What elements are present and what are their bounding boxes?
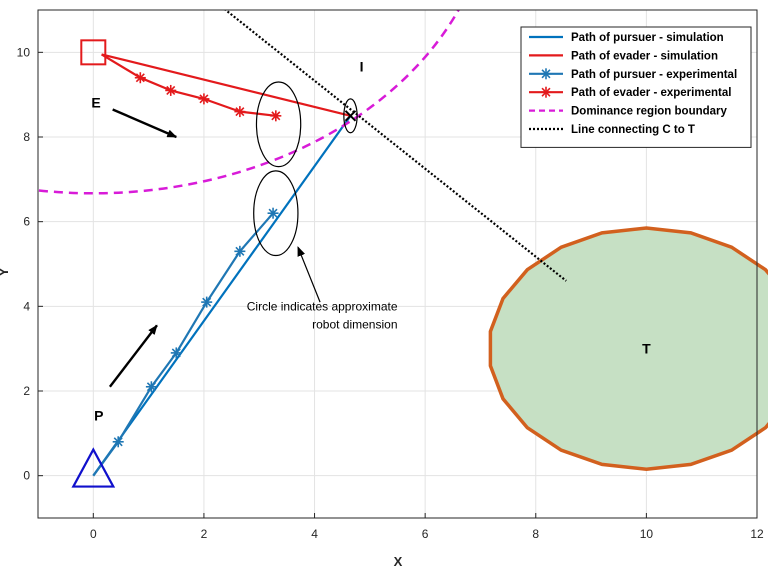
x-tick-label: 2 bbox=[201, 527, 208, 541]
series-2-line bbox=[101, 53, 351, 117]
series-3-point bbox=[145, 381, 157, 393]
robot-dimension-circle bbox=[253, 170, 299, 257]
annotation-arrow bbox=[297, 246, 321, 303]
series-4-point bbox=[270, 110, 282, 122]
axis-ticks: 0 2 4 6 8 10 12 0 2 4 6 8 10 bbox=[17, 45, 764, 541]
asterisk-stroke bbox=[202, 297, 212, 307]
asterisk-stroke bbox=[541, 87, 551, 97]
legend-asterisk bbox=[540, 86, 552, 98]
plot-frame bbox=[37, 9, 758, 519]
series-6-line bbox=[223, 10, 567, 282]
y-tick-label: 6 bbox=[23, 215, 30, 229]
x-tick-label: 6 bbox=[422, 527, 429, 541]
legend-entry: Path of pursuer - experimental bbox=[571, 69, 737, 81]
series-1-line bbox=[92, 115, 352, 477]
point-label: I bbox=[360, 58, 364, 74]
asterisk-stroke bbox=[541, 69, 551, 79]
asterisk-stroke bbox=[166, 85, 176, 95]
legend-entry: Path of evader - simulation bbox=[571, 50, 718, 62]
series-3-point bbox=[170, 347, 182, 359]
pursuer-start-triangle bbox=[71, 447, 116, 488]
legend-entry: Path of evader - experimental bbox=[571, 87, 731, 99]
series-4-line bbox=[101, 53, 276, 117]
asterisk-stroke bbox=[235, 107, 245, 117]
annotation-arrow bbox=[112, 108, 178, 139]
series-3-point bbox=[234, 245, 246, 257]
target-circle bbox=[488, 226, 768, 472]
asterisk-stroke bbox=[146, 382, 156, 392]
start-markers bbox=[71, 39, 357, 488]
asterisk-stroke bbox=[171, 348, 181, 358]
target-label: T bbox=[642, 341, 651, 357]
series-3-point bbox=[201, 296, 213, 308]
legend-entry: Dominance region boundary bbox=[571, 106, 728, 118]
robot-dimension-circle bbox=[255, 81, 302, 168]
point-label: E bbox=[91, 94, 100, 110]
legend-asterisk bbox=[540, 68, 552, 80]
asterisk-stroke bbox=[199, 94, 209, 104]
interception-x bbox=[344, 110, 357, 122]
x-tick-label: 0 bbox=[90, 527, 97, 541]
legend-entry: Line connecting C to T bbox=[571, 124, 695, 136]
y-tick-label: 0 bbox=[23, 469, 30, 483]
series-group bbox=[38, 10, 567, 477]
legend-entry: Path of pursuer - simulation bbox=[571, 32, 724, 44]
point-label: P bbox=[94, 408, 103, 424]
legend-box bbox=[520, 26, 752, 148]
evader-start-square bbox=[80, 39, 107, 66]
y-axis-label: Y bbox=[0, 267, 11, 276]
x-axis-label: X bbox=[394, 554, 403, 569]
x-tick-label: 4 bbox=[311, 527, 318, 541]
x-tick-label: 10 bbox=[640, 527, 654, 541]
series-3-point bbox=[267, 207, 279, 219]
annotation-arrow bbox=[108, 324, 158, 388]
asterisk-stroke bbox=[235, 246, 245, 256]
series-4-point bbox=[134, 72, 146, 84]
asterisk-stroke bbox=[135, 73, 145, 83]
series-4-point bbox=[165, 84, 177, 96]
robot-dimension-note: Circle indicates approximate bbox=[247, 300, 398, 314]
y-tick-label: 10 bbox=[17, 45, 31, 59]
series-4-point bbox=[198, 93, 210, 105]
x-tick-label: 8 bbox=[532, 527, 539, 541]
series-4-point bbox=[234, 106, 246, 118]
asterisk-stroke bbox=[271, 111, 281, 121]
annotations: E P I Circle indicates approximate robot dim… bbox=[91, 58, 397, 423]
robot-dimension-circle bbox=[343, 98, 358, 134]
y-tick-label: 2 bbox=[23, 384, 30, 398]
series-3-point bbox=[112, 436, 124, 448]
x-tick-label: 12 bbox=[750, 527, 764, 541]
y-tick-label: 8 bbox=[23, 130, 30, 144]
y-tick-label: 4 bbox=[23, 299, 30, 313]
target-region: T bbox=[488, 226, 768, 472]
asterisk-stroke bbox=[113, 437, 123, 447]
asterisk-stroke bbox=[268, 208, 278, 218]
robot-dimension-note: robot dimension bbox=[312, 318, 397, 332]
